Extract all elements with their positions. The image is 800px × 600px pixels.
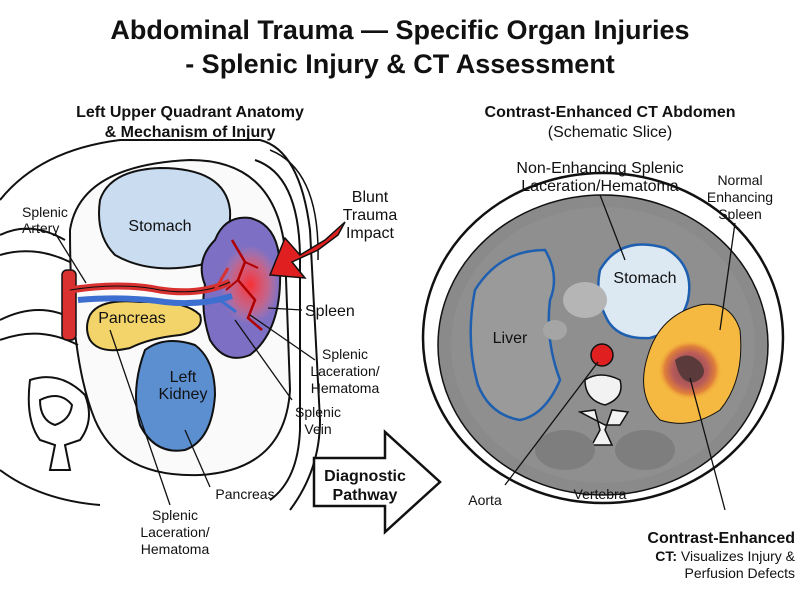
label-ct-liver: Liver	[492, 330, 528, 347]
left-kidney	[135, 340, 217, 452]
ct-liver	[469, 248, 562, 422]
label-normal-spleen-1: Normal	[717, 172, 763, 188]
label-laceration-2-line-3: Hematoma	[140, 541, 210, 557]
label-nonenhancing-1: Non-Enhancing Splenic	[516, 160, 684, 177]
label-blunt-2: Trauma	[342, 207, 398, 224]
right-panel-title: Contrast-Enhanced CT Abdomen	[484, 104, 736, 121]
ct-laceration	[675, 355, 704, 383]
label-splenic-vein-2: Vein	[304, 421, 332, 437]
left-panel-title-line-2: & Mechanism of Injury	[104, 124, 276, 141]
label-ct-stomach: Stomach	[613, 270, 677, 287]
label-laceration-1-line-2: Laceration/	[310, 363, 380, 379]
blunt-trauma-arrow	[268, 221, 346, 279]
label-ce-line-1: Contrast-Enhanced	[647, 530, 795, 547]
label-ce-line-3: Perfusion Defects	[684, 565, 796, 581]
label-splenic-vein-1: Splenic	[295, 404, 341, 420]
label-splenic-artery-line-2: Artery	[22, 220, 60, 236]
label-normal-spleen-3: Spleen	[718, 206, 762, 222]
label-laceration-2-line-1: Splenic	[152, 507, 198, 523]
label-stomach: Stomach	[128, 218, 192, 235]
label-ct-vertebra: Vertebra	[573, 486, 627, 502]
ct-vertebra	[577, 374, 630, 446]
diagnostic-pathway-line-1: Diagnostic	[324, 468, 406, 485]
label-ce-line-2: CT: Visualizes Injury &	[615, 548, 795, 565]
label-left-kidney-1: Left	[169, 369, 197, 386]
label-pancreas-outside: Pancreas	[215, 486, 275, 502]
label-blunt-3: Impact	[345, 225, 394, 242]
diagnostic-pathway-arrow	[312, 429, 442, 535]
left-panel-title-line-1: Left Upper Quadrant Anatomy	[76, 104, 304, 121]
label-blunt-1: Blunt	[351, 189, 389, 206]
label-left-kidney-2: Kidney	[158, 386, 208, 403]
label-normal-spleen-2: Enhancing	[706, 189, 774, 205]
label-ct-aorta: Aorta	[468, 492, 502, 508]
right-panel-subtitle: (Schematic Slice)	[547, 124, 673, 141]
label-splenic-artery-line-1: Splenic	[22, 204, 68, 220]
splenic-vein-vessel	[77, 293, 233, 307]
ct-slice-illustration	[421, 171, 785, 511]
aorta-left	[61, 269, 77, 341]
ct-aorta	[590, 343, 614, 367]
label-spleen: Spleen	[305, 303, 355, 320]
diagnostic-pathway-line-2: Pathway	[332, 487, 398, 504]
label-laceration-2-line-2: Laceration/	[140, 524, 210, 540]
vertebra-left	[27, 376, 90, 471]
label-laceration-1-line-3: Hematoma	[310, 380, 380, 396]
label-ce-line-2b: Visualizes Injury &	[676, 548, 795, 564]
label-ce-line-2a: CT:	[655, 548, 677, 564]
label-pancreas-inside: Pancreas	[98, 310, 166, 327]
laceration-line	[230, 239, 263, 331]
label-nonenhancing-2: Laceration/Hematoma	[521, 178, 679, 195]
main-title-line-2: - Splenic Injury & CT Assessment	[185, 49, 615, 79]
left-anatomy-illustration	[0, 139, 346, 511]
main-title-line-1: Abdominal Trauma — Specific Organ Injuri…	[110, 15, 690, 45]
label-laceration-1-line-1: Splenic	[322, 346, 368, 362]
